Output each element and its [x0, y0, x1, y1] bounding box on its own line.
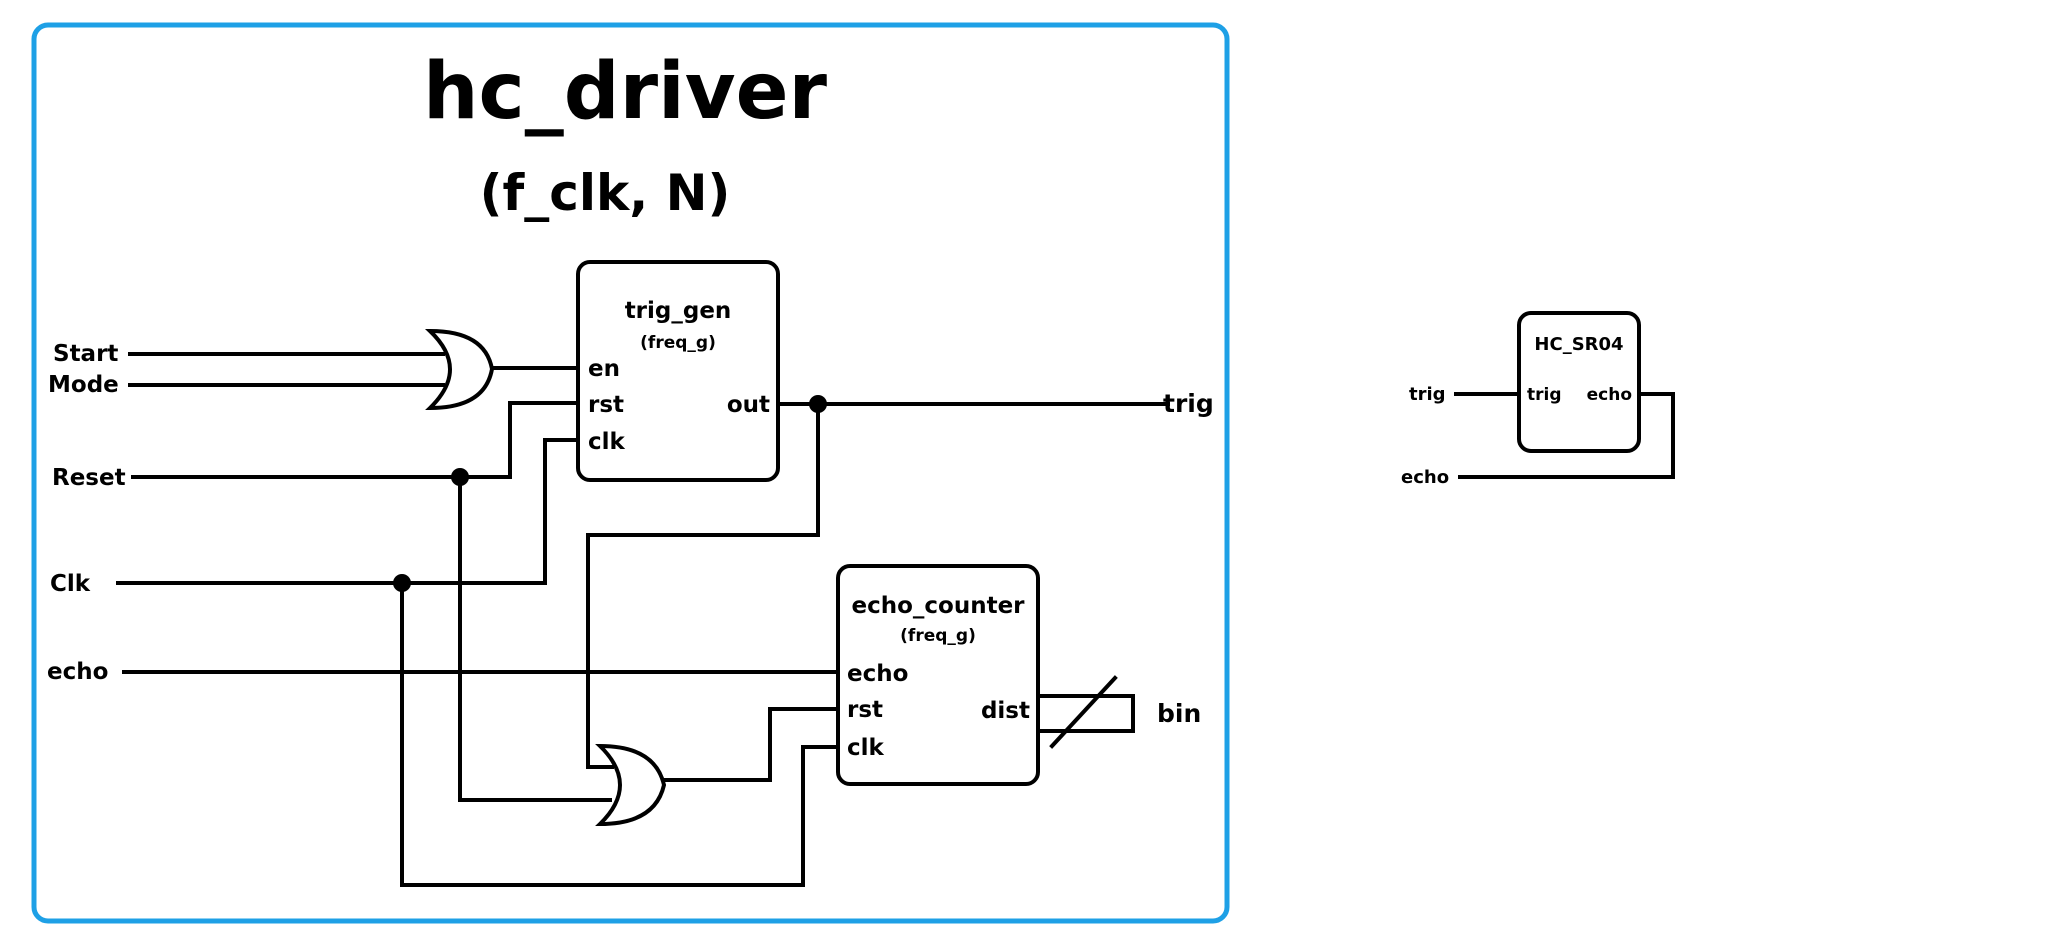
hc-driver-boundary: [31, 22, 1230, 924]
trig-gen-name: trig_gen: [625, 298, 732, 324]
reset-to-trig-rst-wire: [508, 401, 580, 479]
echo-counter-name: echo_counter: [851, 593, 1025, 619]
trig-gen-param: (freq_g): [640, 333, 716, 353]
hc-sr04-block: [1517, 311, 1641, 453]
sensor-echo-wire: [1458, 392, 1675, 479]
clk-to-trig-clk-wire: [543, 438, 580, 585]
junction-trig: [809, 395, 827, 413]
trig-gen-port-clk: clk: [588, 429, 626, 455]
sensor-trig-wire-label: trig: [1409, 384, 1446, 405]
dist-bus-wire: [1036, 694, 1135, 733]
sensor-echo-wire-label: echo: [1401, 467, 1449, 488]
echo-counter-param: (freq_g): [900, 626, 976, 646]
echo-counter-port-clk: clk: [847, 735, 885, 761]
junction-clk: [393, 574, 411, 592]
bin-output-label: bin: [1157, 699, 1201, 728]
or-gate-rst: [595, 743, 667, 827]
echo-label: echo: [47, 659, 108, 685]
driver-params: (f_clk, N): [480, 164, 731, 222]
bus-slash: [1049, 675, 1118, 749]
clk-label: Clk: [50, 571, 91, 597]
echo-counter-port-echo: echo: [847, 661, 908, 687]
echo-counter-port-rst: rst: [847, 697, 883, 723]
trig-gen-port-out: out: [727, 392, 770, 418]
hc-sr04-port-trig: trig: [1527, 385, 1562, 405]
start-label: Start: [53, 341, 118, 367]
trig-output-label: trig: [1163, 389, 1214, 418]
hc-sr04-name: HC_SR04: [1534, 334, 1623, 355]
reset-label: Reset: [52, 465, 126, 491]
driver-title: hc_driver: [423, 47, 828, 137]
echo-counter-port-dist: dist: [981, 698, 1030, 724]
mode-label: Mode: [48, 372, 119, 398]
trig-gen-block: [576, 260, 780, 482]
or-gate-en: [424, 328, 495, 411]
junction-reset: [451, 468, 469, 486]
clk-to-echo-counter-clk-wire: [400, 581, 840, 887]
hc-sr04-port-echo: echo: [1587, 385, 1632, 405]
trig-gen-port-en: en: [588, 356, 620, 382]
echo-counter-block: [836, 564, 1040, 786]
trig-gen-port-rst: rst: [588, 392, 624, 418]
or-rst-output-wire: [662, 707, 840, 782]
trig-feedback-wire: [586, 402, 820, 769]
